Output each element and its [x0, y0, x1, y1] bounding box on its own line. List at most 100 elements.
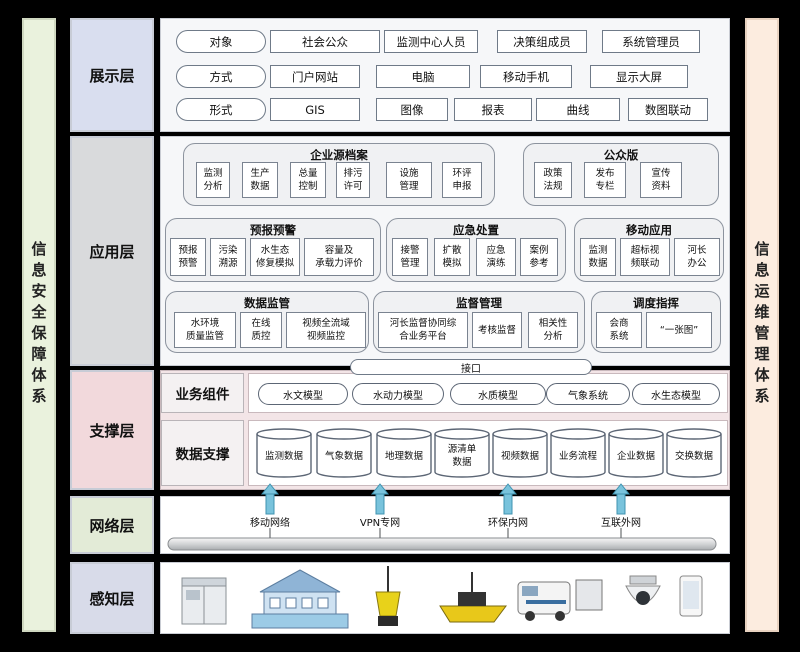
display-row-label: 对象: [176, 30, 266, 53]
database-cylinder-icon: [376, 428, 432, 478]
perception-devices: [181, 566, 703, 629]
forecast-item: 预报 预警: [170, 238, 206, 276]
group-emergency-title: 应急处置: [453, 223, 499, 237]
display-item: 门户网站: [270, 65, 360, 88]
arrow-up-3-icon: [498, 483, 518, 515]
enterprise-item: 环评 申报: [442, 162, 482, 198]
data-support-item: 源清单 数据: [447, 444, 477, 468]
group-supervision-title: 监督管理: [456, 296, 502, 310]
public-item: 政策 法规: [534, 162, 572, 198]
group-forecast-title: 预报预警: [250, 223, 296, 237]
emergency-item: 案例 参考: [520, 238, 558, 276]
arrow-up-1-icon: [260, 483, 280, 515]
monitoring-item: 水环境 质量监管: [174, 312, 236, 348]
display-item: 社会公众: [270, 30, 380, 53]
database-cylinder-icon: [492, 428, 548, 478]
network-connectors: [269, 528, 622, 538]
emergency-item: 应急 演练: [476, 238, 516, 276]
arrow-up-4-icon: [611, 483, 631, 515]
display-row-label: 形式: [176, 98, 266, 121]
mobile-item: 河长 办公: [674, 238, 720, 276]
enterprise-item: 排污 许可: [336, 162, 370, 198]
network-pipe: [167, 537, 717, 551]
interface-bar: 接口: [350, 359, 592, 375]
data-support-item: 地理数据: [384, 450, 423, 462]
layer-network-label: 网络层: [70, 496, 154, 554]
database-cylinder-icon: [256, 428, 312, 478]
data-support-item: 企业数据: [616, 450, 655, 462]
layer-application-label: 应用层: [70, 136, 154, 366]
display-item: 图像: [376, 98, 448, 121]
database-cylinder-icon: [608, 428, 664, 478]
dispatch-item: “一张图”: [646, 312, 712, 348]
forecast-item: 容量及 承载力评价: [304, 238, 374, 276]
layer-perception-label: 感知层: [70, 562, 154, 634]
database-cylinder-icon: [434, 428, 490, 478]
enterprise-item: 设施 管理: [386, 162, 432, 198]
monitoring-item: 在线 质控: [240, 312, 282, 348]
monitoring-item: 视频全流域 视频监控: [286, 312, 366, 348]
treatment-plant-icon: [251, 569, 349, 629]
display-item: 显示大屏: [590, 65, 688, 88]
water-station-cabinet-icon: [181, 577, 227, 625]
layer-support-label: 支撑层: [70, 370, 154, 490]
ops-management-label: 信息运维管理体系: [752, 241, 771, 409]
arrow-up-2-icon: [370, 483, 390, 515]
ops-management-sidebar: 信息运维管理体系: [745, 18, 779, 632]
mobile-item: 超标视 频联动: [620, 238, 670, 276]
data-support-item: 业务流程: [558, 450, 597, 462]
emergency-item: 扩散 模拟: [434, 238, 470, 276]
network-item-label: 互联外网: [601, 518, 641, 529]
display-item: 监测中心人员: [384, 30, 478, 53]
group-public-title: 公众版: [603, 148, 639, 162]
supervision-item: 相关性 分析: [528, 312, 578, 348]
mobile-item: 监测 数据: [580, 238, 616, 276]
database-cylinder-icon: [550, 428, 606, 478]
display-item: 数图联动: [628, 98, 708, 121]
database-cylinder-icon: [666, 428, 722, 478]
database-cylinder-icon: [316, 428, 372, 478]
enterprise-item: 监测 分析: [196, 162, 230, 198]
emergency-item: 接警 管理: [392, 238, 428, 276]
group-dispatch-title: 调度指挥: [633, 296, 679, 310]
network-item-label: 移动网络: [250, 518, 290, 529]
security-system-label: 信息安全保障体系: [29, 241, 48, 409]
display-item: GIS: [270, 98, 360, 121]
business-component: 水文模型: [258, 383, 348, 405]
network-item-label: 环保内网: [488, 518, 528, 529]
display-item: 决策组成员: [497, 30, 587, 53]
display-item: 电脑: [376, 65, 470, 88]
dispatch-item: 会商 系统: [596, 312, 642, 348]
forecast-item: 水生态 修复模拟: [250, 238, 300, 276]
data-support-item: 视频数据: [500, 450, 539, 462]
public-item: 发布 专栏: [584, 162, 626, 198]
unmanned-boat-icon: [439, 572, 507, 623]
supervision-item: 河长监督协同综 合业务平台: [378, 312, 468, 348]
business-component: 水生态模型: [632, 383, 720, 405]
network-graphics: [167, 483, 717, 551]
display-row-label: 方式: [176, 65, 266, 88]
supervision-item: 考核监督: [472, 312, 522, 348]
enterprise-item: 生产 数据: [242, 162, 278, 198]
business-component: 气象系统: [546, 383, 630, 405]
data-support-item: 监测数据: [264, 450, 303, 462]
data-support-label: 数据支撑: [161, 420, 244, 486]
display-item: 曲线: [536, 98, 620, 121]
group-enterprise-title: 企业源档案: [310, 148, 368, 162]
data-support-item: 交换数据: [674, 450, 713, 462]
data-support-item: 气象数据: [324, 450, 363, 462]
forecast-item: 污染 溯源: [210, 238, 246, 276]
network-item-label: VPN专网: [359, 518, 401, 529]
display-item: 报表: [454, 98, 532, 121]
monitoring-vehicle-icon: [517, 579, 603, 621]
mobile-phone-icon: [679, 575, 703, 617]
buoy-icon: [375, 566, 401, 626]
business-components-label: 业务组件: [161, 373, 244, 413]
enterprise-item: 总量 控制: [290, 162, 326, 198]
group-mobile-title: 移动应用: [626, 223, 672, 237]
dome-camera-icon: [625, 575, 661, 605]
display-item: 系统管理员: [602, 30, 700, 53]
group-monitoring-title: 数据监管: [244, 296, 290, 310]
business-component: 水动力模型: [352, 383, 444, 405]
display-item: 移动手机: [480, 65, 572, 88]
